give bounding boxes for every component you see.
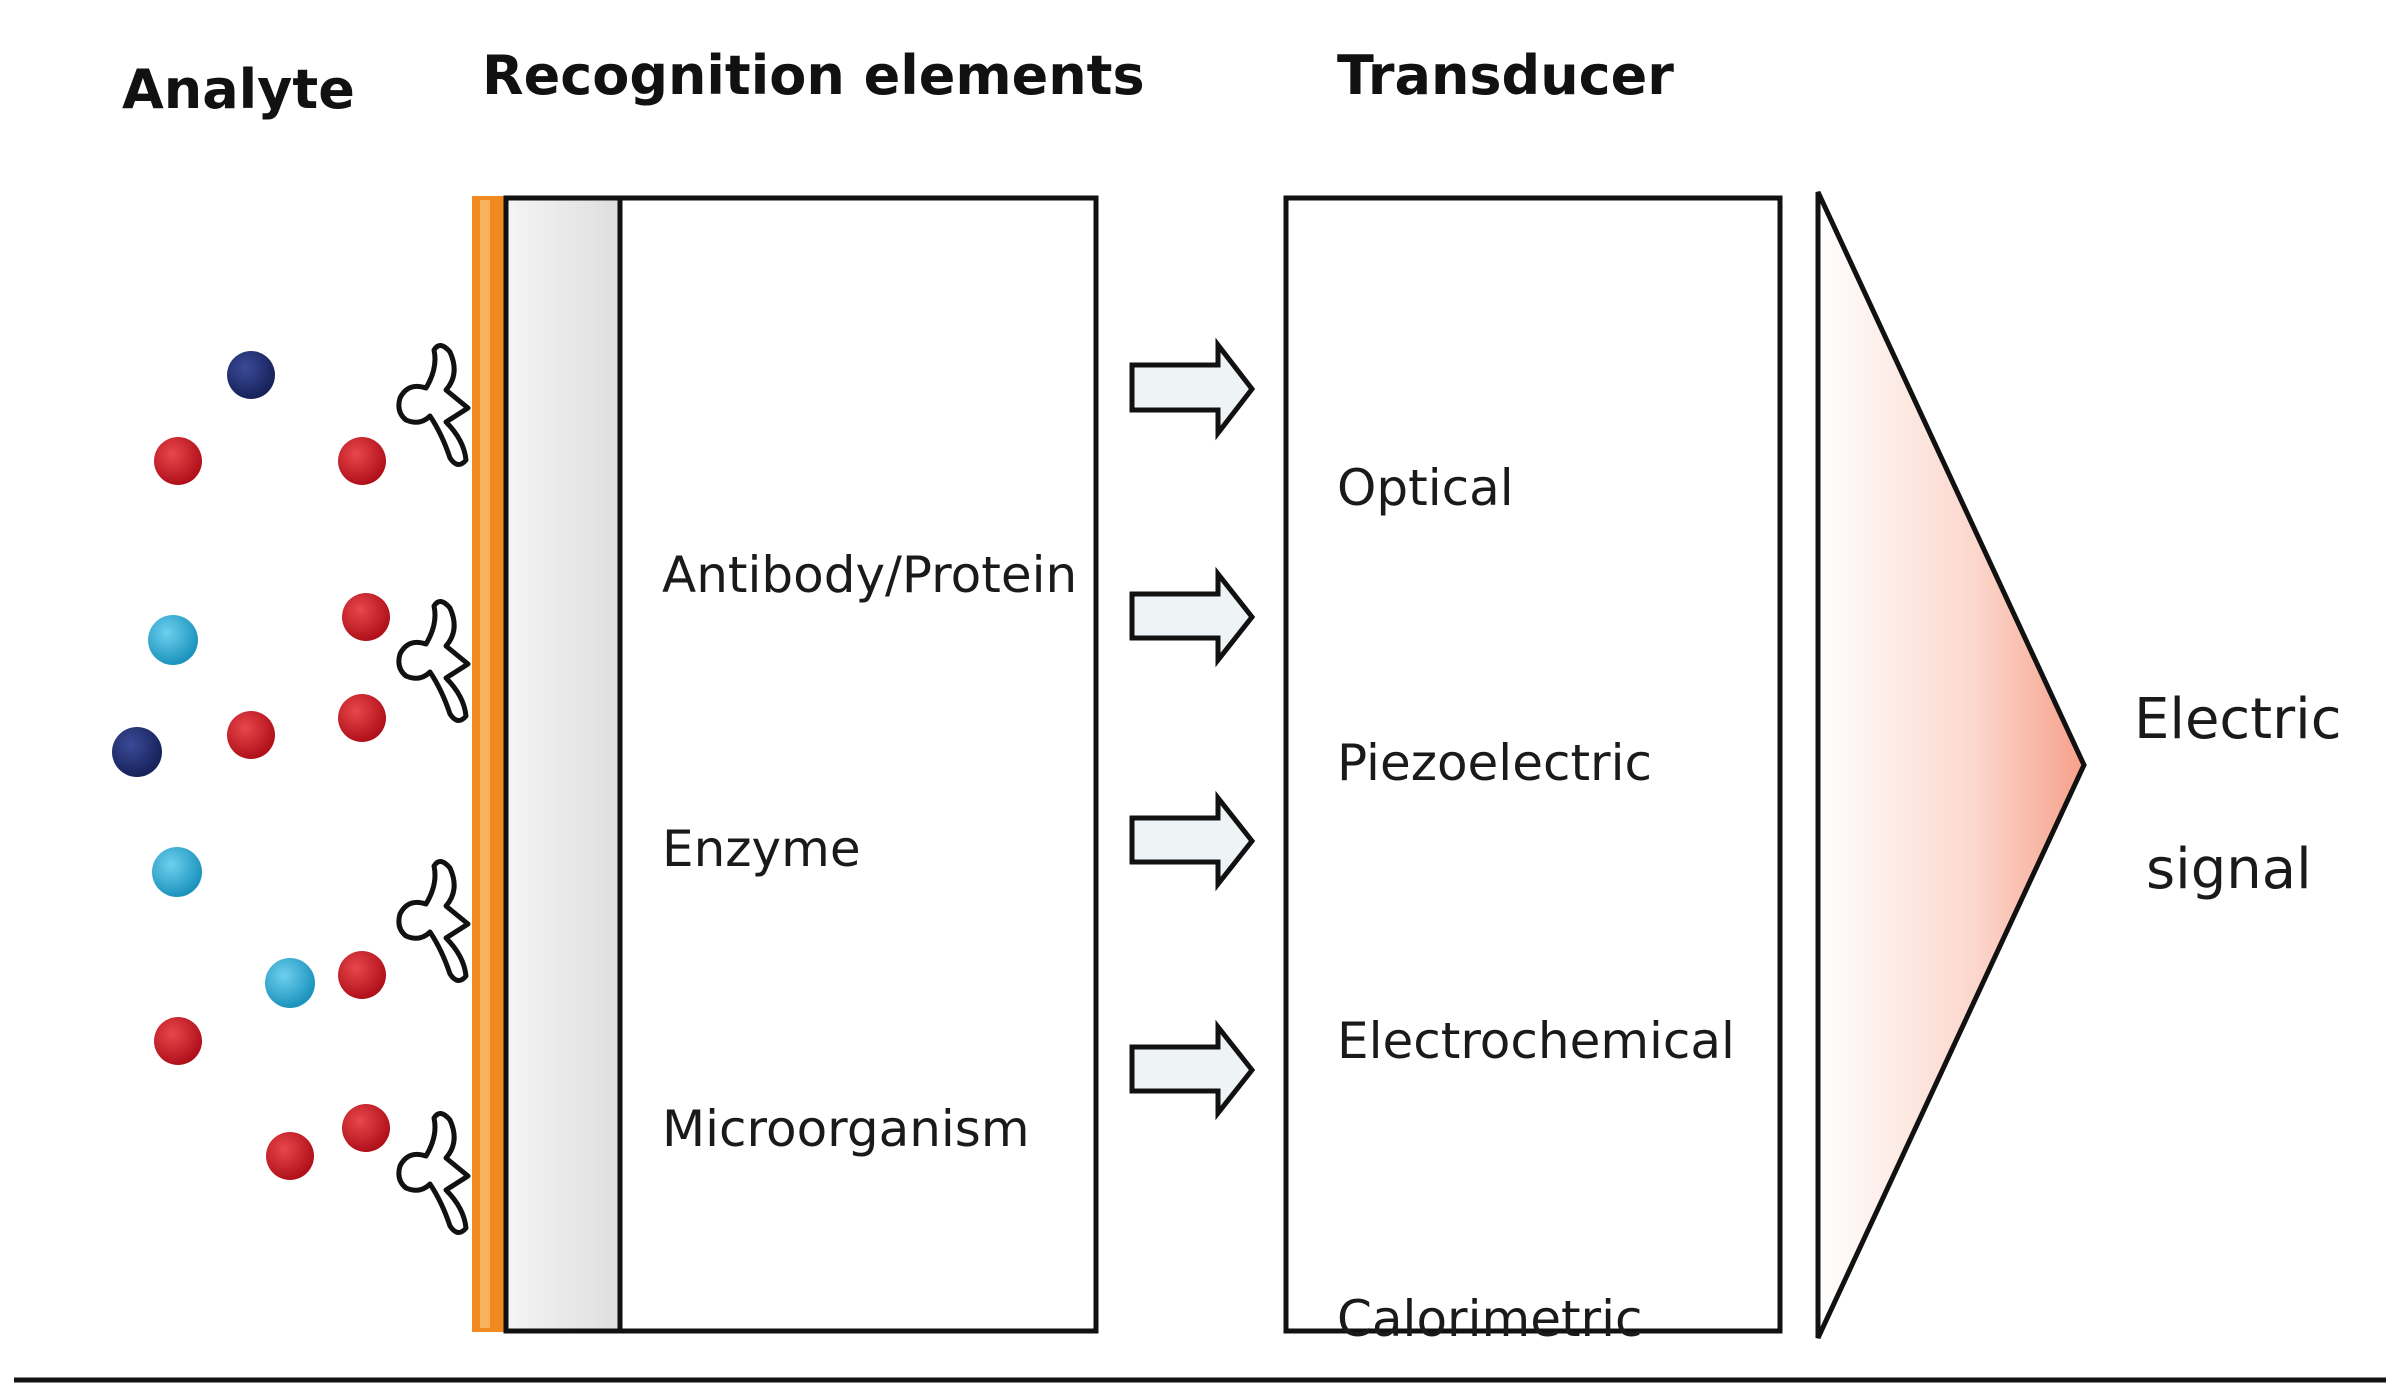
- transducer-item-piezoelectric: Piezoelectric: [1337, 734, 1652, 792]
- analyte-molecule-red: [154, 437, 202, 485]
- arrow-right-icon: [1129, 790, 1256, 892]
- analyte-molecule-cyan: [265, 958, 315, 1008]
- antibody-icon: [399, 601, 468, 720]
- analyte-molecules: [112, 351, 315, 1180]
- bound-analyte-red: [338, 694, 386, 742]
- arrow-right-icon: [1129, 566, 1256, 668]
- antibody-icon: [399, 1113, 468, 1232]
- analyte-molecule-navy: [112, 727, 162, 777]
- bound-analyte-red: [338, 437, 386, 485]
- bound-analytes: [338, 437, 390, 1152]
- antibody-icon: [399, 345, 468, 464]
- bound-analyte-red: [342, 593, 390, 641]
- signal-output-triangle: [1815, 190, 2087, 1340]
- electric-signal-line2: signal: [2146, 837, 2312, 902]
- arrow-right-icon: [1129, 1019, 1256, 1121]
- analyte-heading: Analyte: [122, 58, 355, 121]
- transducer-box: [1283, 195, 1783, 1334]
- analyte-molecule-red: [227, 711, 275, 759]
- antibody-icon: [399, 861, 468, 980]
- transducer-item-electrochemical: Electrochemical: [1337, 1012, 1735, 1070]
- recognition-item-antibody: Antibody/Protein: [662, 546, 1077, 604]
- sensor-surface-highlight: [480, 200, 490, 1328]
- signal-arrows: [1129, 337, 1256, 1121]
- analyte-molecule-cyan: [148, 615, 198, 665]
- recognition-item-enzyme: Enzyme: [662, 820, 861, 878]
- analyte-molecule-red: [154, 1017, 202, 1065]
- analyte-molecule-red: [266, 1132, 314, 1180]
- arrow-right-icon: [1129, 337, 1256, 441]
- bound-analyte-red: [342, 1104, 390, 1152]
- recognition-item-microorganism: Microorganism: [662, 1100, 1030, 1158]
- electric-signal-line1: Electric: [2134, 687, 2342, 752]
- transducer-item-calorimetric: Calorimetric: [1337, 1290, 1643, 1348]
- recognition-elements-heading: Recognition elements: [482, 44, 1145, 107]
- transducer-heading: Transducer: [1337, 44, 1674, 107]
- transducer-item-optical: Optical: [1337, 459, 1514, 517]
- analyte-molecule-navy: [227, 351, 275, 399]
- recognition-layer: [503, 195, 623, 1334]
- bound-analyte-red: [338, 951, 386, 999]
- recognition-box: [617, 195, 1099, 1334]
- analyte-molecule-cyan: [152, 847, 202, 897]
- antibodies: [399, 345, 468, 1232]
